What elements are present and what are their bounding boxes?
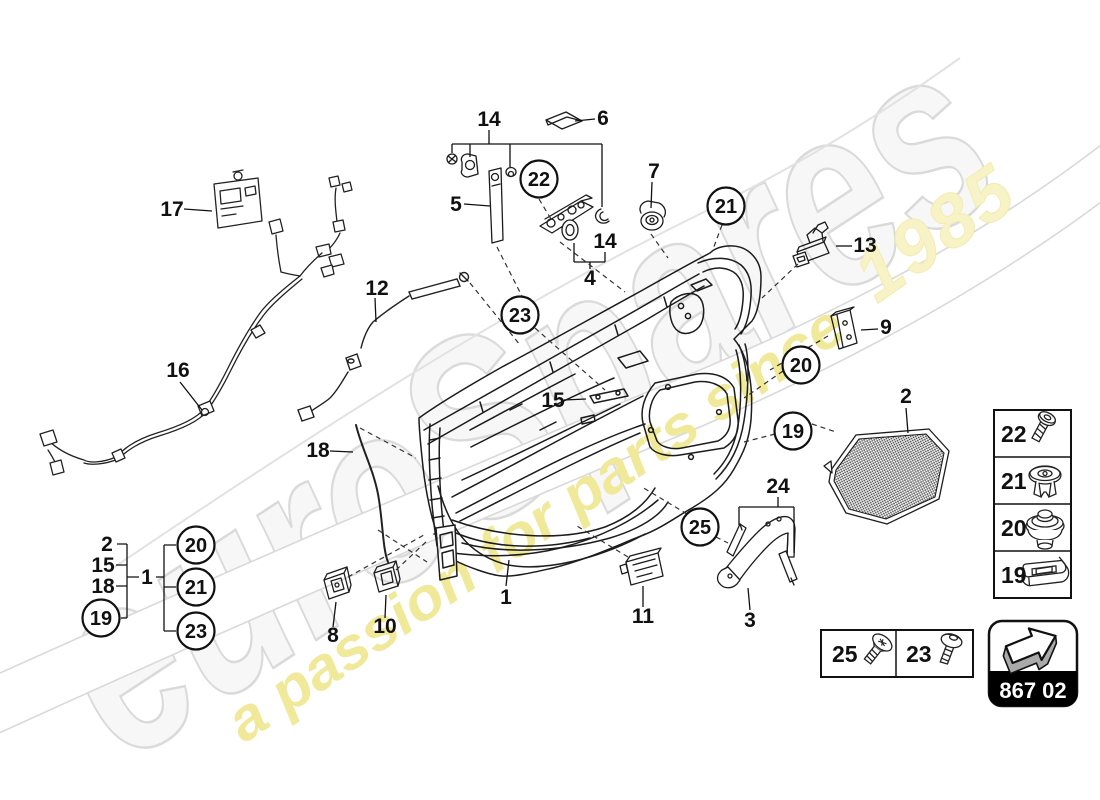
svg-text:25: 25	[689, 517, 711, 539]
svg-text:22: 22	[1001, 421, 1027, 447]
svg-text:867 02: 867 02	[999, 678, 1066, 703]
svg-text:7: 7	[648, 160, 660, 183]
svg-text:4: 4	[584, 267, 596, 290]
svg-text:20: 20	[1001, 515, 1027, 541]
svg-text:17: 17	[160, 198, 183, 221]
svg-text:5: 5	[450, 193, 462, 216]
svg-text:21: 21	[715, 196, 737, 218]
svg-text:15: 15	[541, 389, 565, 412]
svg-text:14: 14	[593, 230, 617, 253]
svg-text:22: 22	[528, 169, 550, 191]
svg-text:20: 20	[790, 355, 812, 377]
svg-text:9: 9	[880, 316, 892, 339]
svg-text:11: 11	[632, 605, 655, 628]
svg-text:3: 3	[744, 609, 756, 632]
svg-text:23: 23	[906, 641, 932, 667]
svg-text:23: 23	[185, 621, 207, 643]
svg-text:1: 1	[500, 586, 512, 609]
svg-text:2: 2	[101, 533, 113, 556]
svg-text:20: 20	[185, 535, 207, 557]
svg-text:2: 2	[900, 385, 912, 408]
svg-text:25: 25	[832, 641, 858, 667]
svg-text:19: 19	[782, 421, 804, 443]
svg-text:18: 18	[306, 439, 330, 462]
svg-text:15: 15	[91, 554, 115, 577]
svg-text:21: 21	[185, 577, 207, 599]
svg-text:6: 6	[597, 107, 609, 130]
svg-text:24: 24	[766, 475, 790, 498]
svg-text:14: 14	[477, 108, 501, 131]
svg-text:21: 21	[1001, 468, 1027, 494]
svg-text:23: 23	[509, 305, 531, 327]
svg-text:8: 8	[327, 624, 339, 647]
svg-text:16: 16	[166, 359, 189, 382]
svg-text:19: 19	[1001, 562, 1027, 588]
svg-text:1: 1	[141, 566, 153, 589]
svg-text:10: 10	[373, 615, 396, 638]
svg-text:13: 13	[853, 234, 876, 257]
svg-text:19: 19	[90, 608, 112, 630]
svg-text:18: 18	[91, 575, 115, 598]
svg-text:12: 12	[365, 277, 388, 300]
